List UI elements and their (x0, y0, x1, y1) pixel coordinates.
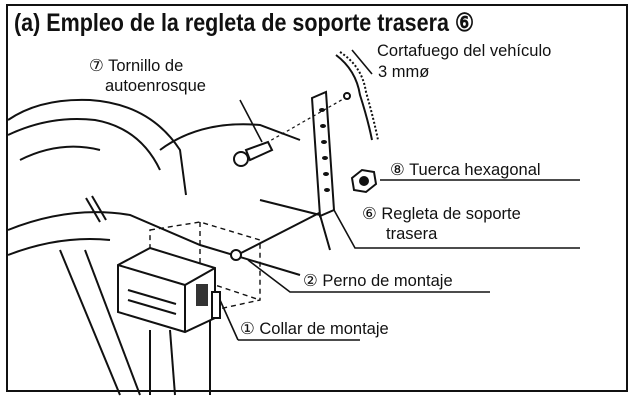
firewall-drawing (335, 51, 379, 141)
label-strap-line2: trasera (386, 225, 438, 243)
label-hex-nut: ⑧ Tuerca hexagonal (390, 161, 541, 179)
diagram-frame (6, 4, 628, 392)
page-title: (a) Empleo de la regleta de soporte tras… (14, 9, 475, 37)
label-strap-line1: ⑥ Regleta de soporte (362, 205, 521, 223)
dashboard-drawing (7, 98, 331, 396)
label-screw-line1: ⑦ Tornillo de (89, 57, 184, 75)
support-strap-drawing (310, 90, 336, 218)
label-firewall-line1: Cortafuego del vehículo (377, 42, 552, 60)
screw-drawing (233, 92, 351, 167)
label-collar: ① Collar de montaje (240, 320, 389, 338)
hex-nut-drawing (350, 168, 378, 194)
label-firewall-line2: 3 mmø (378, 63, 430, 81)
label-screw-line2: autoenrosque (105, 77, 206, 95)
bolt-drawing (230, 209, 326, 261)
leader-lines (219, 49, 580, 341)
radio-unit (117, 246, 221, 334)
label-bolt: ② Perno de montaje (303, 272, 453, 290)
